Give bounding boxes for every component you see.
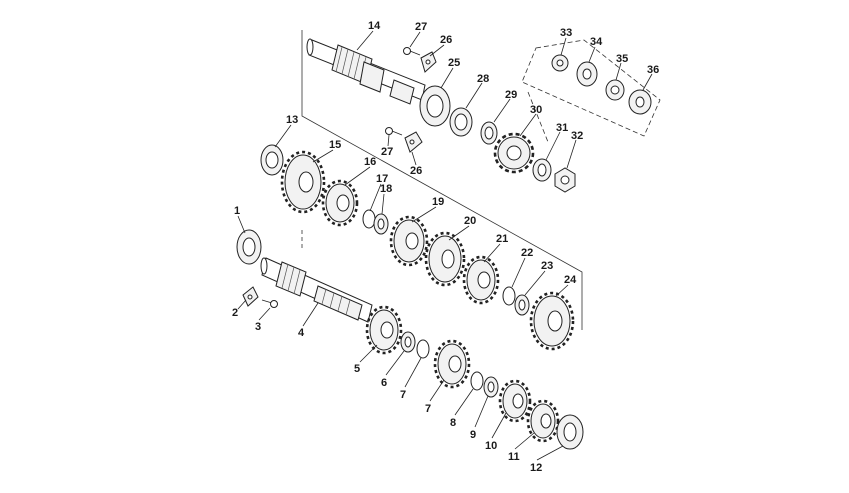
callout-15: 15 [329, 139, 341, 151]
callout-34: 34 [590, 36, 603, 48]
part-12-bearing [556, 414, 584, 450]
callout-3: 3 [255, 321, 261, 333]
part-1-bearing [236, 229, 262, 265]
callout-18: 18 [380, 183, 392, 195]
part-4-shaft [260, 257, 373, 323]
callout-5: 5 [354, 363, 360, 375]
callout-13: 13 [286, 114, 298, 126]
callout-22: 22 [521, 247, 533, 259]
callout-16: 16 [364, 156, 376, 168]
callout-9: 9 [470, 429, 476, 441]
callout-6: 6 [381, 377, 387, 389]
part-16-gear [321, 179, 359, 227]
callout-14: 14 [368, 20, 381, 32]
part-3-bolt [261, 299, 278, 308]
part-35-nut [605, 79, 625, 101]
callout-33: 33 [560, 27, 572, 39]
part-24-gear [529, 291, 575, 351]
part-29-collar [480, 121, 498, 145]
callout-2: 2 [232, 307, 238, 319]
callout-10: 10 [485, 440, 497, 452]
part-36-washer [628, 89, 652, 115]
part-8-gear [433, 339, 471, 389]
part-9-washer [483, 376, 499, 398]
part-33-washer [551, 54, 569, 72]
callout-27b: 27 [381, 146, 393, 158]
part-32-nut [554, 167, 576, 193]
part-26-plate-upper [420, 51, 437, 73]
part-7-circlip-b [470, 371, 484, 391]
part-15-gear [280, 150, 326, 214]
callout-8: 7 [425, 403, 431, 415]
callout-20: 20 [464, 215, 476, 227]
callout-36: 36 [647, 64, 659, 76]
callout-31: 31 [556, 122, 568, 134]
callout-23: 23 [541, 260, 553, 272]
callout-17: 17 [376, 173, 388, 185]
callout-1: 1 [234, 205, 240, 217]
part-34-spacer [576, 61, 598, 87]
part-26-plate-lower [404, 131, 423, 153]
part-17-circlip [362, 209, 376, 229]
part-11-gear [526, 399, 560, 443]
part-30-sprocket [493, 132, 535, 174]
part-27-bolt-lower [385, 127, 403, 136]
part-13-bearing [260, 144, 284, 176]
part-25-bearing [419, 85, 451, 127]
part-23-washer [514, 294, 530, 316]
callout-11: 11 [508, 451, 520, 463]
callout-24: 24 [564, 274, 577, 286]
callout-29: 29 [505, 89, 517, 101]
callout-35: 35 [616, 53, 628, 65]
assembly-frame [301, 30, 583, 330]
part-2-plate [242, 286, 259, 307]
callout-12: 12 [530, 462, 542, 474]
callout-4: 4 [298, 327, 305, 339]
callout-25: 25 [448, 57, 460, 69]
callout-32: 32 [571, 130, 583, 142]
part-18-washer [373, 213, 389, 235]
option-kit-frame [521, 39, 661, 143]
callout-30: 30 [530, 104, 542, 116]
callout-7a: 7 [400, 389, 406, 401]
part-19-gear [389, 215, 429, 267]
part-31-washer [532, 158, 552, 182]
callout-labels: 1 2 3 4 5 6 7 7 8 9 10 11 12 13 14 15 16… [232, 20, 659, 474]
part-22-circlip [502, 286, 516, 306]
callout-21: 21 [496, 233, 508, 245]
part-5-gear [365, 305, 403, 355]
part-27-bolt-upper [403, 47, 421, 56]
part-21-gear [462, 255, 500, 305]
part-7-circlip-a [416, 339, 430, 359]
callout-7b: 8 [450, 417, 456, 429]
part-10-gear [498, 379, 532, 423]
part-20-gear [424, 231, 466, 287]
callout-27a: 27 [415, 21, 427, 33]
callout-28: 28 [477, 73, 489, 85]
part-28-seal [449, 107, 473, 137]
callout-19: 19 [432, 196, 444, 208]
callout-26b: 26 [410, 165, 422, 177]
leader-lines [237, 30, 653, 461]
part-6-washer [400, 331, 416, 353]
callout-26a: 26 [440, 34, 452, 46]
